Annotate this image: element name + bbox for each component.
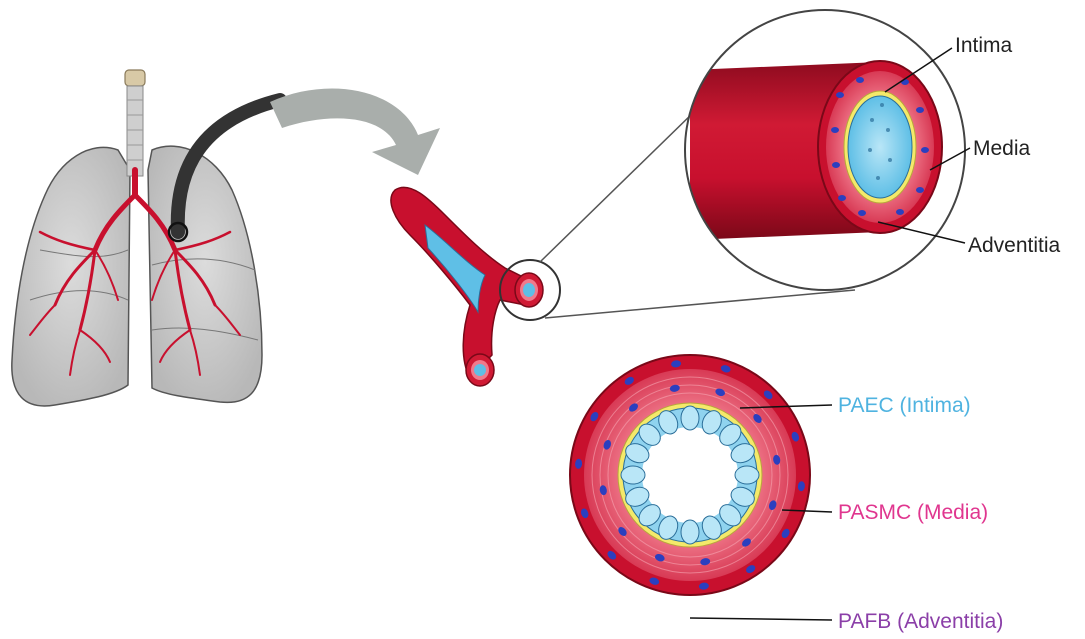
endothelial-cell-icon bbox=[735, 466, 759, 484]
artery-branch-icon bbox=[391, 187, 543, 386]
right-lung-icon bbox=[148, 146, 262, 402]
endothelial-cell-icon bbox=[681, 520, 699, 544]
paec-label: PAEC (Intima) bbox=[838, 394, 971, 417]
pafb-leader-line bbox=[690, 618, 832, 620]
endothelial-cell-icon bbox=[621, 466, 645, 484]
magnifier-circle-icon bbox=[685, 10, 965, 290]
intima-label: Intima bbox=[955, 34, 1013, 57]
pafb-label: PAFB (Adventitia) bbox=[838, 610, 1003, 633]
curved-arrow-icon bbox=[270, 89, 440, 175]
adventitia-label: Adventitia bbox=[968, 234, 1061, 257]
artery-cross-section-icon bbox=[570, 355, 810, 595]
trachea-icon bbox=[125, 70, 145, 176]
endothelial-cell-icon bbox=[681, 406, 699, 430]
media-label: Media bbox=[973, 137, 1031, 160]
pasmc-label: PASMC (Media) bbox=[838, 501, 988, 524]
zoom-guide-line-bottom bbox=[545, 290, 855, 318]
